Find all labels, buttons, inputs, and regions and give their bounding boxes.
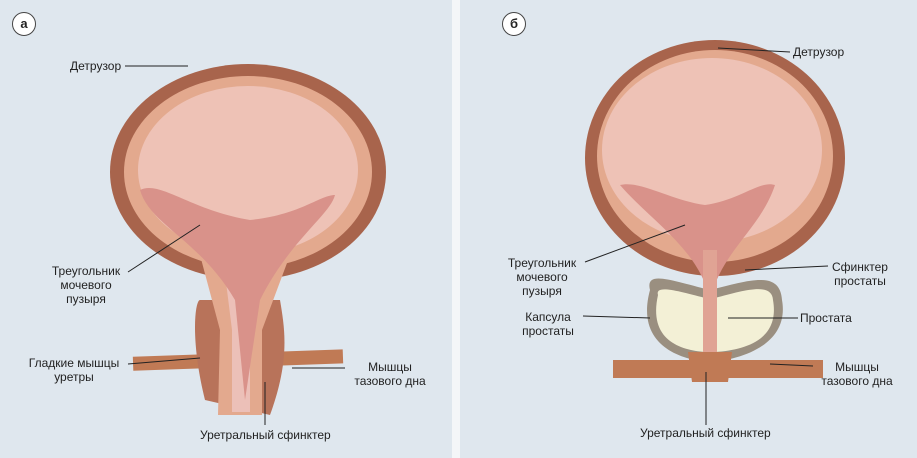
label-line: Капсула <box>525 310 571 324</box>
panel-a-badge: а <box>12 12 36 36</box>
label-line: мочевого <box>516 270 568 284</box>
label-line: простаты <box>522 324 574 338</box>
label-detrusor: Детрузор <box>793 45 845 59</box>
label-detrusor: Детрузор <box>70 59 122 73</box>
label-trigone: Треугольник мочевого пузыря <box>44 264 128 306</box>
label-line: Сфинктер <box>832 260 888 274</box>
label-line: пузыря <box>522 284 562 298</box>
label-line: тазового дна <box>354 374 426 388</box>
urethral-sphincter <box>688 352 732 382</box>
label-line: мочевого <box>60 278 112 292</box>
label-line: Треугольник <box>507 256 577 270</box>
trigone <box>140 187 335 400</box>
label-line: Треугольник <box>51 264 121 278</box>
label-line: уретры <box>54 370 94 384</box>
label-urethral-sphincter: Уретральный сфинктер <box>640 426 771 440</box>
panel-b-badge: б <box>502 12 526 36</box>
label-urethral-sphincter: Уретральный сфинктер <box>200 428 331 442</box>
bladder-male-illustration <box>582 40 845 425</box>
label-pelvic-floor: Мышцы тазового дна <box>345 360 435 388</box>
label-line: Мышцы <box>368 360 412 374</box>
label-line: пузыря <box>66 292 106 306</box>
label-prostate-capsule: Капсула простаты <box>515 310 581 338</box>
panel-male: б Детрузор Треугольник мочевого пузыря С… <box>460 0 917 458</box>
label-prostate-sphincter: Сфинктер простаты <box>825 260 895 288</box>
label-pelvic-floor: Мышцы тазового дна <box>812 360 902 388</box>
label-smooth-muscle: Гладкие мышцы уретры <box>22 356 126 384</box>
prostate-left <box>656 289 705 352</box>
urethra <box>703 250 717 380</box>
label-trigone: Треугольник мочевого пузыря <box>500 256 584 298</box>
panel-female: а Детрузор Треугольник мочевого пузыря Г… <box>0 0 452 458</box>
label-line: Гладкие мышцы <box>28 356 120 370</box>
trigone <box>620 184 775 300</box>
label-line: простаты <box>834 274 886 288</box>
label-prostate: Простата <box>800 311 852 325</box>
bladder-female-illustration <box>110 64 386 425</box>
label-line: тазового дна <box>821 374 893 388</box>
label-line: Мышцы <box>835 360 879 374</box>
prostate-right <box>715 289 774 352</box>
